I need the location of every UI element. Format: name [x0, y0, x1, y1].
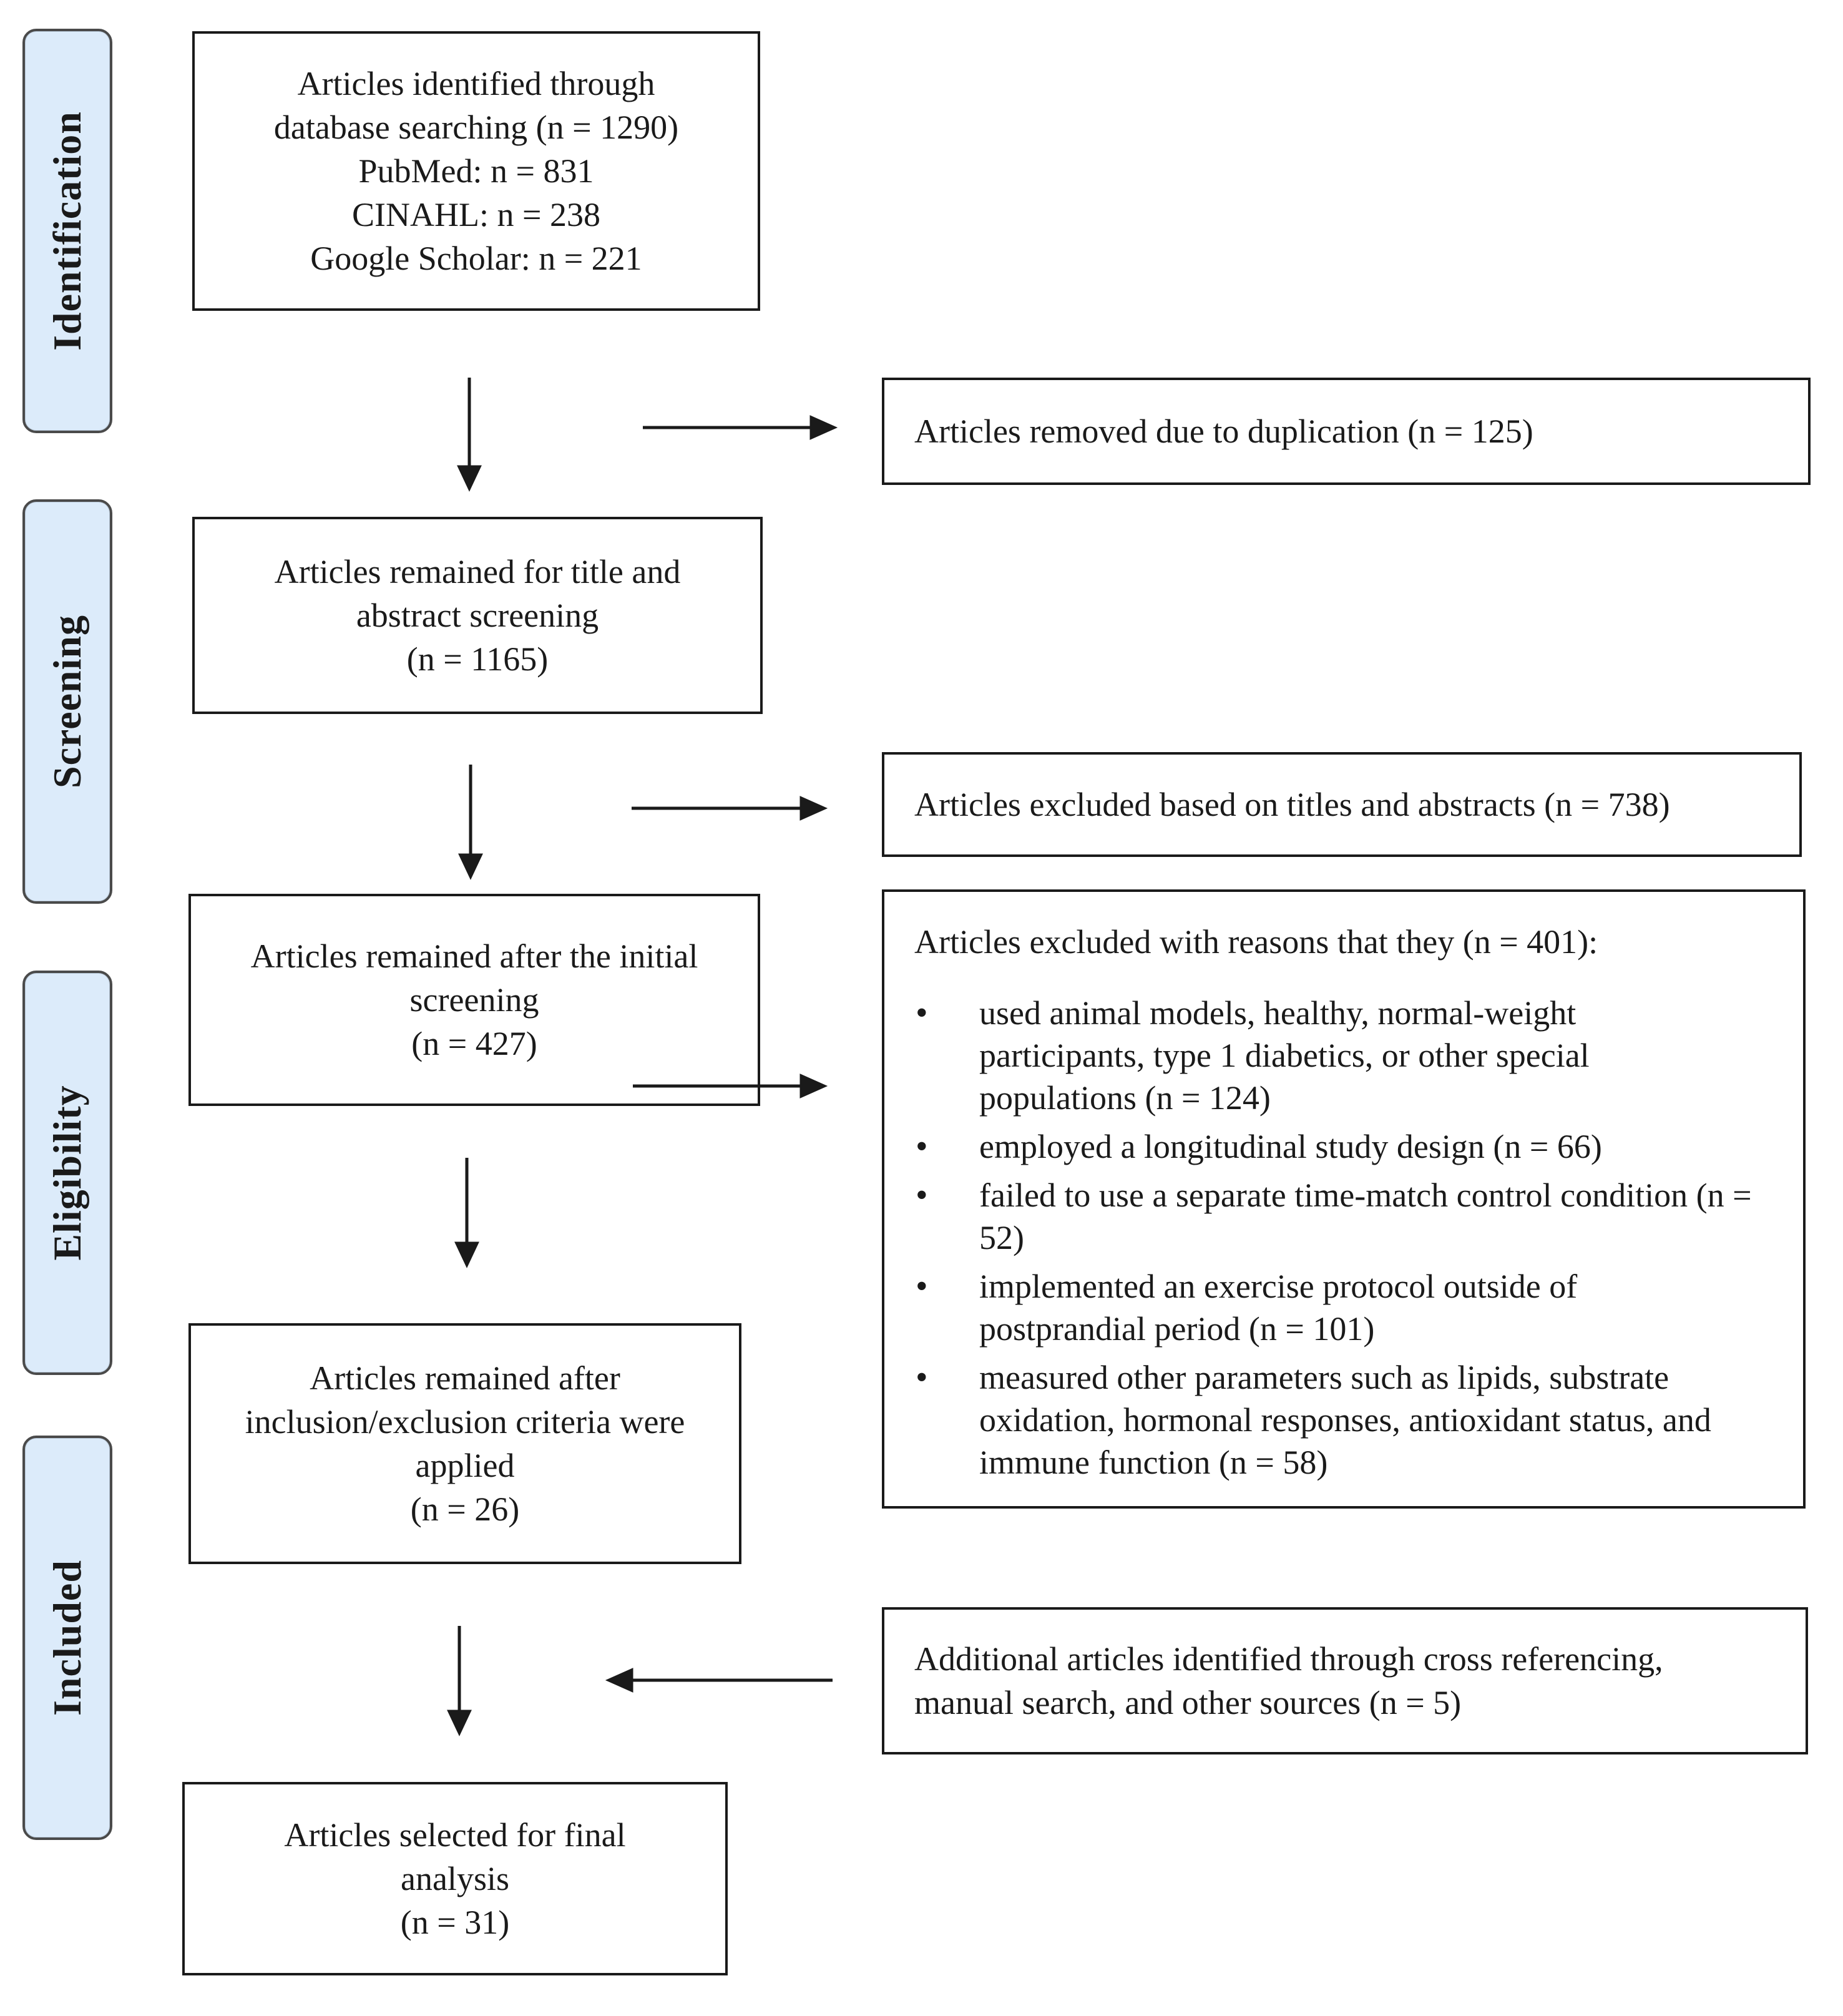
duplicates-line-1: Articles removed due to duplication (n =… — [914, 413, 1533, 450]
arrow-left-additional-head — [605, 1668, 633, 1693]
title-abstract-line-2: abstract screening — [356, 597, 599, 634]
arrow-right-excluded-titles-head — [799, 796, 828, 821]
excluded-reasons-box: Articles excluded with reasons that they… — [882, 889, 1806, 1509]
title-abstract-line-3: (n = 1165) — [406, 640, 549, 678]
additional-line-2: manual search, and other sources (n = 5) — [914, 1684, 1462, 1721]
arrow-right-reasons-head — [799, 1074, 828, 1099]
identified-line-1: Articles identified through — [297, 65, 655, 102]
arrow-down-3-head — [454, 1241, 479, 1268]
stage-included: Included — [22, 1436, 112, 1840]
title-abstract-line-1: Articles remained for title and — [274, 553, 681, 590]
after-criteria-line-1: Articles remained after — [310, 1359, 620, 1397]
after-initial-line-1: Articles remained after the initial — [250, 937, 698, 975]
title-abstract-box: Articles remained for title and abstract… — [192, 517, 763, 714]
after-criteria-box: Articles remained after inclusion/exclus… — [188, 1323, 741, 1564]
final-line-2: analysis — [401, 1860, 509, 1897]
excluded-reason-item: used animal models, healthy, normal-weig… — [914, 992, 1773, 1119]
final-line-1: Articles selected for final — [284, 1816, 626, 1854]
arrow-right-duplicates-head — [809, 415, 838, 440]
additional-box: Additional articles identified through c… — [882, 1607, 1808, 1754]
after-criteria-line-4: (n = 26) — [410, 1490, 520, 1528]
excluded-reason-item: implemented an exercise protocol outside… — [914, 1265, 1773, 1350]
excluded-titles-box: Articles excluded based on titles and ab… — [882, 752, 1802, 857]
excluded-titles-line-1: Articles excluded based on titles and ab… — [914, 786, 1670, 823]
identified-line-4: CINAHL: n = 238 — [352, 196, 600, 233]
identified-box: Articles identified through database sea… — [192, 31, 760, 311]
after-initial-box: Articles remained after the initial scre… — [188, 894, 760, 1106]
arrow-down-2-head — [458, 853, 483, 880]
identified-line-2: database searching (n = 1290) — [273, 109, 679, 146]
excluded-reason-item: measured other parameters such as lipids… — [914, 1356, 1773, 1484]
excluded-reasons-heading: Articles excluded with reasons that they… — [914, 923, 1598, 961]
excluded-reasons-list: used animal models, healthy, normal-weig… — [914, 992, 1773, 1484]
final-box: Articles selected for final analysis (n … — [182, 1782, 728, 1975]
additional-line-1: Additional articles identified through c… — [914, 1640, 1663, 1678]
duplicates-box: Articles removed due to duplication (n =… — [882, 378, 1811, 485]
after-criteria-line-2: inclusion/exclusion criteria were — [245, 1403, 685, 1441]
stage-eligibility: Eligibility — [22, 971, 112, 1375]
arrow-down-1-head — [457, 465, 482, 492]
after-criteria-line-3: applied — [415, 1447, 515, 1484]
excluded-reason-item: employed a longitudinal study design (n … — [914, 1125, 1773, 1168]
stage-identification: Identification — [22, 29, 112, 433]
excluded-reason-item: failed to use a separate time-match cont… — [914, 1174, 1773, 1259]
stage-screening: Screening — [22, 499, 112, 904]
identified-line-3: PubMed: n = 831 — [358, 152, 594, 190]
after-initial-line-3: (n = 427) — [411, 1025, 537, 1062]
identified-line-5: Google Scholar: n = 221 — [310, 240, 642, 277]
arrow-down-4-head — [447, 1710, 472, 1736]
final-line-3: (n = 31) — [400, 1904, 510, 1941]
after-initial-line-2: screening — [409, 981, 539, 1019]
